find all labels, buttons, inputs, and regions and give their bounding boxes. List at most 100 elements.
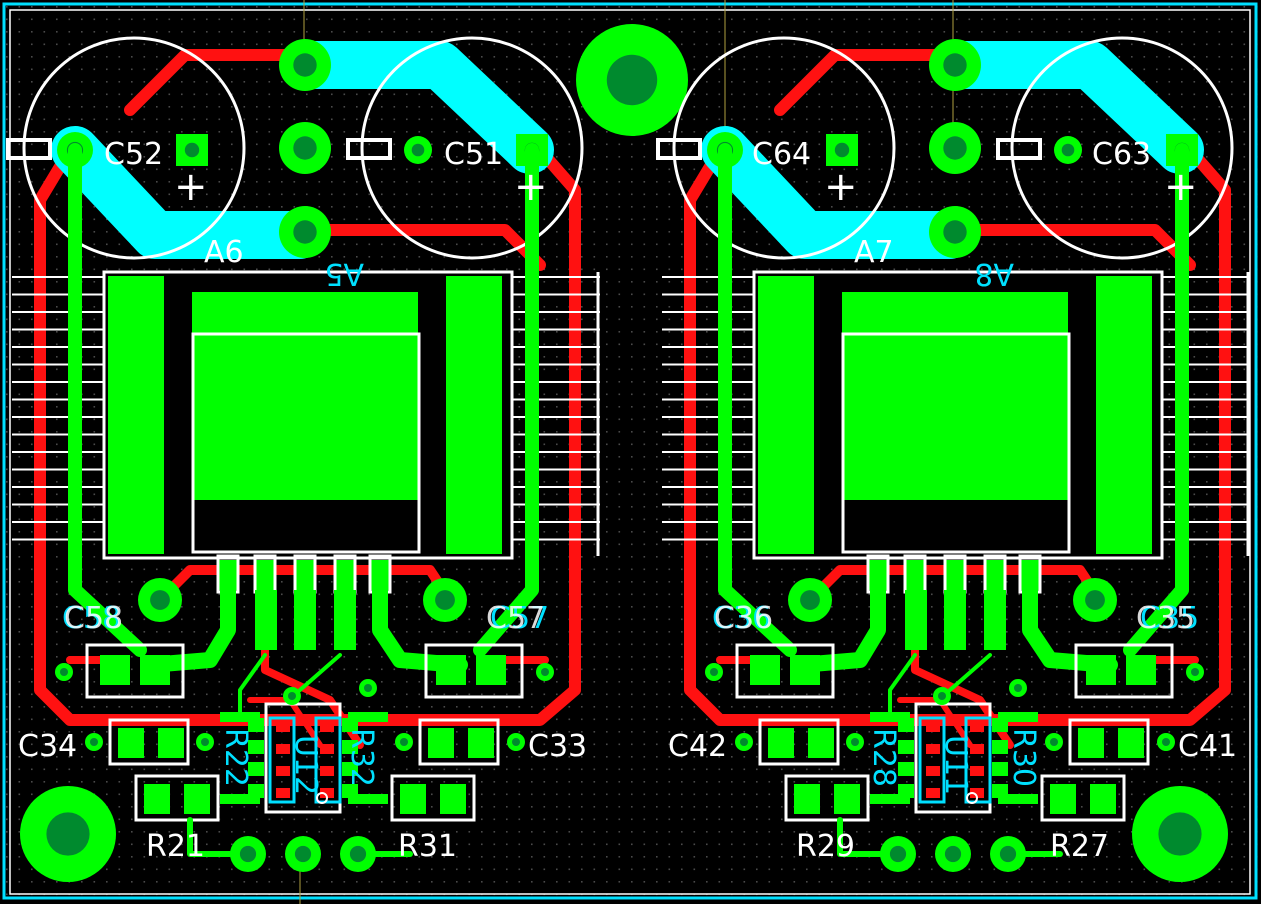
label-C42: C42 [668,729,727,764]
ic-inner-pad-left-1 [926,722,940,732]
smd-pad-c58-1 [750,655,780,685]
regulator-tab-pad [842,292,1068,500]
regulator-pin-1 [868,560,888,590]
label-C35: C35 [1136,601,1195,636]
power-trace-right [473,143,539,657]
power-trace-right [1123,143,1189,657]
connector-pad-2-hole [943,136,967,160]
connector-pad-1-hole [293,53,317,77]
label-R29: R29 [796,829,855,864]
smd-r22-pad-1 [870,712,910,722]
smd-pad-r21-1 [794,784,820,814]
header-pad-2-hole [294,845,312,863]
smd-pad-c58-1 [100,655,130,685]
smd-outline-c57 [424,643,524,699]
regulator-pin-5 [370,560,390,590]
mounting-hole-bottom-right-hole [1158,812,1202,856]
label-C34: C34 [18,729,77,764]
ic-pin1-dot [316,792,328,804]
capacitor-pad-pos-left-hole [834,142,850,158]
capacitor-pad-neg-right-hole [411,143,425,157]
via-c34-hole [90,738,98,746]
smd-outline-c57 [1074,643,1174,699]
label-R31: R31 [398,829,457,864]
ic-inner-pad-right-1 [970,722,984,732]
pin-ext-2 [905,590,927,650]
ic-inner-pad-left-3 [276,766,290,776]
label-A8: A8 [974,256,1014,291]
regulator-pin-3 [295,560,315,590]
tht-pad-right-hole [435,590,455,610]
signal-trace-b [298,653,342,692]
via-ic-left-hole [288,692,296,700]
smd-pad-r21-1 [144,784,170,814]
capacitor-outline-right [360,36,584,260]
smd-pad-c33-2 [1118,728,1144,758]
smd-outline-c58 [85,643,185,699]
label-C36: C36 [714,601,773,636]
ic-inner-pad-left-1 [276,722,290,732]
smd-r32-pad-2 [998,794,1038,804]
regulator-side-pad-right [1096,276,1152,554]
regulator-pin-2 [905,560,925,590]
header-trace-left [187,817,233,857]
ic-pad-left-3 [898,762,914,776]
ic-inner-pad-right-3 [320,766,334,776]
label-C58-bottom: C58 [62,601,121,636]
bottom-trace-c52 [701,126,974,259]
capacitor-outline-right [1010,36,1234,260]
pin-fanout-5 [372,582,468,673]
label-C33: C33 [528,729,587,764]
smd-outline-c33 [418,718,500,766]
via-ic-left-hole [938,692,946,700]
smd-r32-pad-1 [998,712,1038,722]
regulator-pin-1 [218,560,238,590]
pin-fanout-1 [792,582,886,673]
bottom-trace-c52 [51,126,324,259]
top-trace-c52 [774,49,956,116]
bottom-trace-c51 [931,41,1204,174]
mounting-hole-top-hole [606,54,658,106]
smd-pad-c57-2 [1126,655,1156,685]
ic-inner-pad-left-4 [926,788,940,798]
ic-inner-pad-right-3 [970,766,984,776]
label-C57-bottom: C57 [490,601,549,636]
ic-pad-left-2 [898,740,914,754]
ic-pad-right-3 [992,762,1008,776]
smd-outline-r31 [390,774,476,822]
tht-pad-right-hole [1085,590,1105,610]
regulator-side-pad-right [446,276,502,554]
smd-pad-c34-1 [118,728,144,758]
smd-pad-c57-1 [1086,655,1116,685]
via-c57-hole [541,668,549,676]
regulator-tab-outline [841,332,1071,554]
mounting-hole-bottom-left-hole [46,812,90,856]
via-c34b-hole [201,738,209,746]
label-R21: R21 [146,829,205,864]
via-c33-hole [400,738,408,746]
smd-pad-c33-2 [468,728,494,758]
smd-outline-r21 [784,774,870,822]
via-c33b-hole [1162,738,1170,746]
smd-r22-pad-1 [220,712,260,722]
smd-outline-r31 [1040,774,1126,822]
smd-r32-pad-1 [348,712,388,722]
ic-inner-pad-right-1 [320,722,334,732]
smd-pad-r31-2 [440,784,466,814]
via-c57-hole [1191,668,1199,676]
label-R27: R27 [1050,829,1109,864]
amplifier-channel-2 [656,36,1250,872]
label-R30: R30 [1006,728,1041,787]
label-R32: R32 [344,728,379,787]
smd-pad-c57-2 [476,655,506,685]
header-trace-left [837,817,883,857]
signal-trace-a [888,653,917,714]
header-pad-1-hole [889,845,907,863]
header-pad-3-hole [349,845,367,863]
via-c34-hole [740,738,748,746]
smd-outline-c34 [108,718,190,766]
label-R28: R28 [866,728,901,787]
header-pad-2-hole [944,845,962,863]
